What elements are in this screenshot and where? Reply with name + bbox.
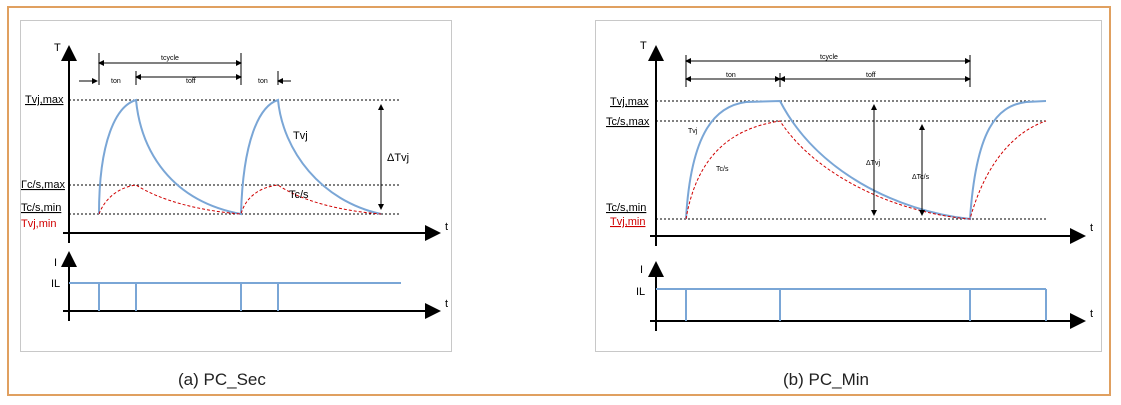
label-IL: IL <box>51 278 60 290</box>
pc-sec-diagram: T t tcycle ton toff ton ΔTvj Tvj Tc/s Tv… <box>21 42 448 321</box>
current-waveform <box>656 288 1047 321</box>
label-tvjmax: Tvj,max <box>610 96 649 108</box>
label-toff: toff <box>186 78 196 85</box>
label-tvjmax: Tvj,max <box>25 94 64 106</box>
axis-label-I: I <box>54 257 57 269</box>
label-tcsmin: Tc/s,min <box>21 202 61 214</box>
label-ton: ton <box>726 72 736 79</box>
tcs-curve <box>685 120 1047 220</box>
caption-pc-sec: (a) PC_Sec <box>178 370 266 389</box>
pc-min-diagram: T t tcycle ton toff ΔTvj ΔTc/s Tvj Tc/s … <box>606 40 1093 331</box>
label-tvjmin: Tvj,min <box>610 216 645 228</box>
label-delta-tvj: ΔTvj <box>866 160 880 167</box>
tcs-curve <box>98 184 382 215</box>
label-tcycle: tcycle <box>161 55 179 62</box>
label-delta-tcs: ΔTc/s <box>912 174 930 181</box>
axis-label-T: T <box>640 40 647 52</box>
current-waveform <box>69 282 401 311</box>
label-tcycle: tcycle <box>820 54 838 61</box>
caption-pc-min: (b) PC_Min <box>783 370 869 389</box>
label-tcsmax: Tc/s,max <box>606 116 650 128</box>
label-tcs-curve: Tc/s <box>289 189 309 201</box>
label-tvj-curve: Tvj <box>688 128 698 135</box>
label-IL: IL <box>636 286 645 298</box>
label-tcs-curve: Tc/s <box>716 166 729 173</box>
label-tvj-curve: Tvj <box>293 130 308 142</box>
label-ton-1: ton <box>111 78 121 85</box>
axis-label-T: T <box>54 42 61 54</box>
label-delta-tvj: ΔTvj <box>387 152 409 164</box>
axis-label-t-bottom: t <box>1090 308 1093 320</box>
label-toff: toff <box>866 72 876 79</box>
panel-pc-min: T t tcycle ton toff ΔTvj ΔTc/s Tvj Tc/s … <box>595 20 1102 352</box>
label-tcsmin: Tc/s,min <box>606 202 646 214</box>
tvj-curve <box>685 99 1047 221</box>
label-tvjmin: Tvj,min <box>21 218 56 230</box>
axis-label-t: t <box>445 221 448 233</box>
axis-label-t: t <box>1090 222 1093 234</box>
axis-label-t-bottom: t <box>445 298 448 310</box>
panel-pc-sec: T t tcycle ton toff ton ΔTvj Tvj Tc/s Tv… <box>20 20 452 352</box>
tvj-curve <box>98 98 382 216</box>
label-ton-2: ton <box>258 78 268 85</box>
label-tcsmax: Γc/s,max <box>21 179 65 191</box>
axis-label-I: I <box>640 264 643 276</box>
